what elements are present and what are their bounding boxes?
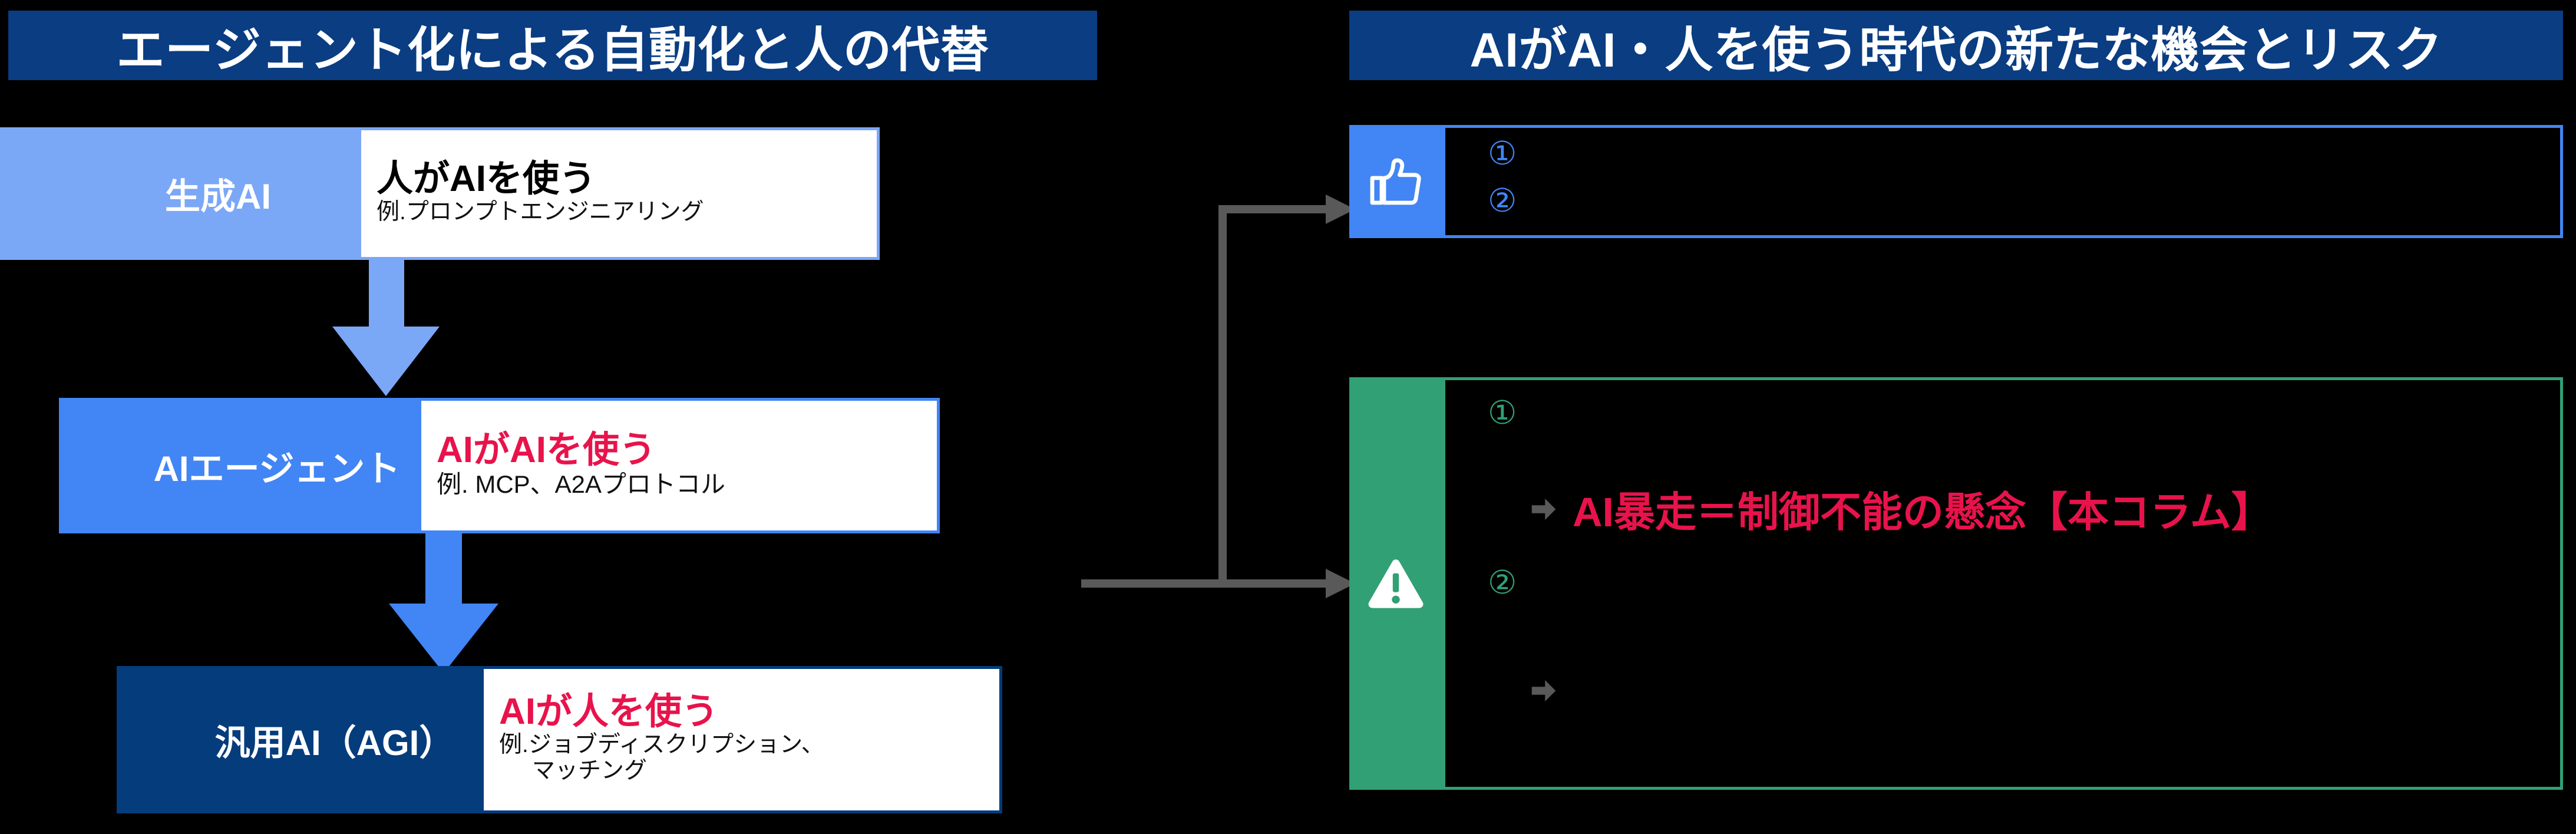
down-arrow-shaft bbox=[369, 257, 404, 328]
stage-detail-title-2: AIがAIを使う bbox=[437, 429, 656, 470]
stage-detail-example-3: 例.ジョブディスクリプション、 bbox=[499, 732, 824, 758]
connector-upper-branch bbox=[1218, 205, 1326, 584]
flow-stage-row-1: 生成AI 人がAIを使う 例.プロンプトエンジニアリング bbox=[0, 127, 957, 260]
stage-detail-example-1: 例.プロンプトエンジニアリング bbox=[377, 199, 704, 225]
stage-label-text: AIエージェント bbox=[153, 449, 401, 489]
risk-body: ① ② AI暴走＝制御不能の懸念【本コラム】 bbox=[1442, 377, 2563, 790]
right-section-header-label: AIがAI・人を使う時代の新たな機会とリスク bbox=[1469, 23, 2443, 77]
opportunity-panel: ① ② bbox=[1349, 125, 2563, 238]
left-section-header-label: エージェント化による自動化と人の代替 bbox=[116, 23, 989, 77]
opportunity-body: ① ② bbox=[1442, 125, 2563, 238]
stage-detail-card-3: AIが人を使う 例.ジョブディスクリプション、 マッチング bbox=[481, 666, 1002, 813]
stage-detail-card-2: AIがAIを使う 例. MCP、A2Aプロトコル bbox=[418, 398, 940, 533]
risk-marker-1: ① bbox=[1488, 394, 1517, 431]
stage-detail-example-3-line2: マッチング bbox=[532, 758, 648, 784]
left-section-header: エージェント化による自動化と人の代替 bbox=[8, 11, 1097, 80]
stage-label-agi: 汎用AI（AGI） bbox=[117, 666, 553, 813]
down-arrow-shaft bbox=[425, 529, 462, 605]
stage-label-text: 汎用AI（AGI） bbox=[214, 723, 455, 763]
stage-detail-title-1: 人がAIを使う bbox=[377, 158, 596, 199]
risk-callout-1: AI暴走＝制御不能の懸念【本コラム】 bbox=[1528, 479, 2273, 539]
stage-detail-title-3: AIが人を使う bbox=[499, 691, 719, 733]
thumbs-up-icon-wrapper bbox=[1349, 125, 1442, 238]
risk-callout-1-text: AI暴走＝制御不能の懸念【本コラム】 bbox=[1573, 489, 2273, 535]
risk-callout-2 bbox=[1528, 675, 1573, 707]
down-arrow-head bbox=[389, 604, 498, 673]
block-arrow-icon-2 bbox=[1531, 680, 1556, 701]
stage-label-text: 生成AI bbox=[165, 177, 271, 216]
down-arrow-head bbox=[332, 327, 440, 396]
opportunity-marker-1: ① bbox=[1488, 134, 1517, 172]
flow-stage-row-3: 汎用AI（AGI） AIが人を使う 例.ジョブディスクリプション、 マッチング bbox=[117, 666, 1074, 813]
right-section-header: AIがAI・人を使う時代の新たな機会とリスク bbox=[1349, 11, 2563, 80]
block-arrow-icon-1 bbox=[1531, 498, 1556, 520]
warning-triangle-icon-wrapper bbox=[1349, 377, 1442, 790]
stage-detail-card-1: 人がAIを使う 例.プロンプトエンジニアリング bbox=[358, 127, 880, 260]
thumbs-up-icon bbox=[1370, 158, 1421, 205]
warning-triangle-icon bbox=[1368, 559, 1424, 608]
opportunity-marker-2: ② bbox=[1488, 182, 1517, 219]
stage-detail-example-2: 例. MCP、A2Aプロトコル bbox=[437, 470, 726, 498]
risk-panel: ① ② AI暴走＝制御不能の懸念【本コラム】 bbox=[1349, 377, 2563, 790]
risk-marker-2: ② bbox=[1488, 563, 1517, 601]
flow-stage-row-2: AIエージェント AIがAIを使う 例. MCP、A2Aプロトコル bbox=[59, 398, 1016, 533]
